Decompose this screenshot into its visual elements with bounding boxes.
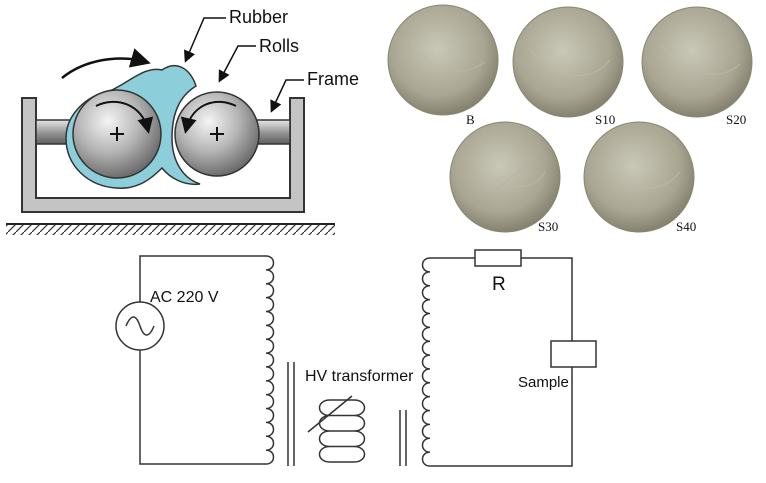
secondary-wire-right-lower (430, 367, 573, 467)
primary-coil (265, 255, 275, 465)
left-plus-icon (110, 127, 124, 141)
variable-slider-arrow (307, 395, 353, 433)
rolls-label: Rolls (259, 36, 299, 56)
sample-disc-s40: S40 (583, 121, 696, 234)
left-shaft (35, 119, 71, 145)
sample-photos: B S10 S20 S30 S40 (387, 4, 753, 234)
middle-coil (318, 399, 366, 463)
sample-element (550, 340, 597, 368)
sample-label: S40 (676, 219, 696, 234)
mill-ground-hatch (6, 225, 335, 235)
secondary-coil (421, 257, 431, 467)
primary-wire-bottom (139, 350, 266, 465)
sample-disc-s10: S10 (512, 6, 624, 127)
sample-label: S10 (595, 112, 615, 127)
right-roll-rotation-arrow (180, 101, 237, 134)
right-plus-icon (210, 127, 224, 141)
sample-disc-s20: S20 (641, 6, 753, 127)
feed-direction-arrow (61, 48, 151, 79)
sample-disc-s30: S30 (449, 121, 561, 234)
ac-wave (125, 316, 155, 336)
resistor-r (474, 249, 522, 267)
ac-source-label: AC 220 V (150, 289, 219, 306)
sample-label: B (466, 112, 475, 127)
primary-wire-top (139, 255, 266, 302)
rubber-leader-line (184, 17, 226, 63)
resistor-label: R (492, 274, 506, 295)
frame-leader-line (270, 79, 304, 113)
sample-disc-b: B (387, 4, 499, 127)
rubber-label: Rubber (229, 7, 288, 27)
rolls-leader-line (218, 45, 256, 83)
sample-label: S20 (726, 112, 746, 127)
transformer-label: HV transformer (305, 368, 414, 385)
left-roll-rotation-arrow (95, 101, 154, 134)
sample-label: S30 (538, 219, 558, 234)
frame-label: Frame (307, 69, 359, 89)
two-roll-mill: Rubber Rolls Frame (6, 7, 359, 235)
secondary-wire-top-right (521, 257, 573, 341)
sample-label-circuit: Sample (518, 374, 569, 391)
right-shaft (255, 119, 291, 145)
test-circuit (115, 249, 597, 467)
